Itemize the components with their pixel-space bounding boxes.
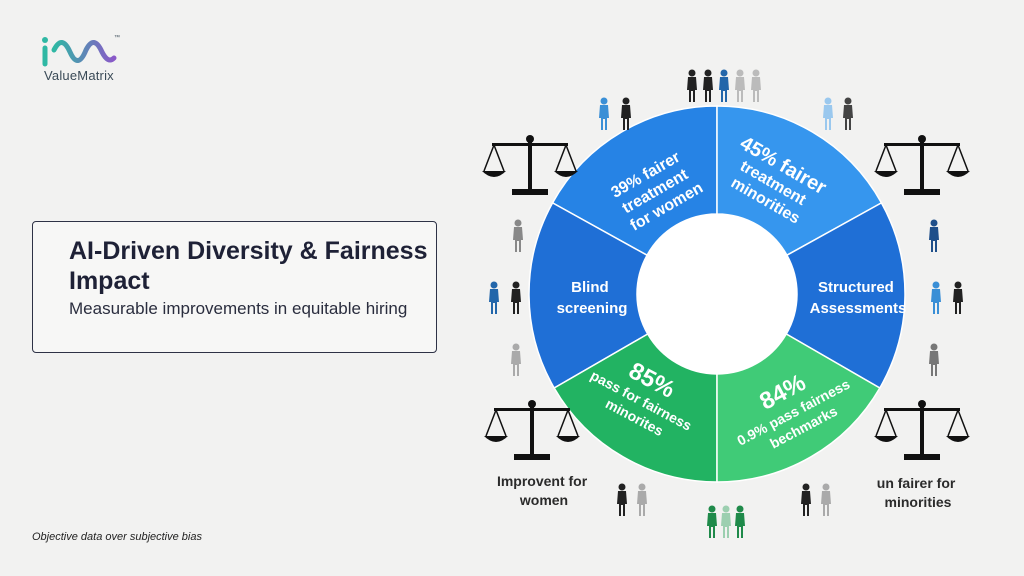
brand-name: ValueMatrix xyxy=(44,68,114,83)
page-title: AI-Driven Diversity & Fairness Impact xyxy=(69,237,428,295)
segment-top-right xyxy=(716,105,883,257)
scale-icon xyxy=(873,399,971,461)
segment-right-text: Structured Assessments xyxy=(810,279,907,317)
segment-top-left xyxy=(551,105,718,257)
people-icon xyxy=(617,483,647,516)
title-card: AI-Driven Diversity & Fairness Impact Me… xyxy=(32,221,437,353)
people-icon xyxy=(823,97,853,130)
footer-tagline: Objective data over subjective bias xyxy=(32,531,202,543)
logo-wave-icon xyxy=(42,37,117,67)
fairness-infographic: 39% fairer treatment for women 45% faire… xyxy=(470,40,980,560)
brand-logo xyxy=(36,36,136,86)
people-icon xyxy=(801,483,831,516)
segment-left-text: Blind screening xyxy=(557,279,628,317)
page-subtitle: Measurable improvements in equitable hir… xyxy=(69,299,408,318)
people-icon xyxy=(489,219,523,376)
label-fairer-minorities: un fairer for minorities xyxy=(877,475,959,510)
donut-ring xyxy=(528,105,906,483)
scale-icon xyxy=(483,399,581,461)
scale-icon xyxy=(873,134,971,196)
people-icon xyxy=(687,69,761,102)
infographic-svg: 39% fairer treatment for women 45% faire… xyxy=(481,69,971,538)
donut-center xyxy=(637,214,797,374)
trademark-symbol: ™ xyxy=(114,35,120,41)
people-icon xyxy=(599,97,631,130)
people-icon xyxy=(707,505,745,538)
label-improvement-women: Improvent for women xyxy=(497,473,591,508)
people-icon xyxy=(929,219,963,376)
